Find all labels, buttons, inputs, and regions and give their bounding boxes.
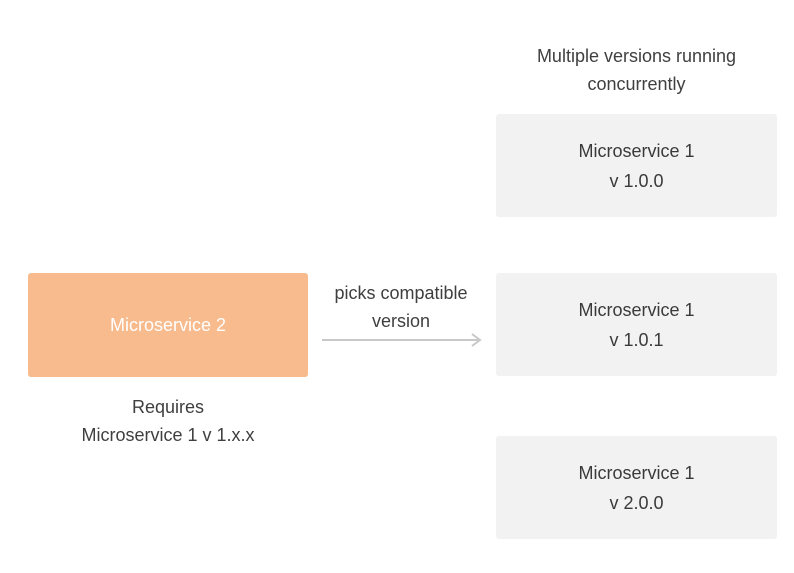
microservice-1-v101-box: Microservice 1 v 1.0.1 [496, 273, 777, 376]
arrow-head [471, 333, 482, 347]
microservice-2-box: Microservice 2 [28, 273, 308, 377]
service-name: Microservice 1 [578, 140, 695, 161]
arrow-label: picks compatible version [318, 279, 484, 335]
right-arrow-icon [322, 333, 482, 347]
microservice-1-v100-box: Microservice 1 v 1.0.0 [496, 114, 777, 217]
client-name: Microservice 2 [109, 315, 227, 335]
arrow-label-line-2: version [371, 311, 431, 331]
microservice-1-v200-box: Microservice 1 v 2.0.0 [496, 436, 777, 539]
service-name: Microservice 1 [578, 462, 695, 483]
service-name: Microservice 1 [578, 299, 695, 320]
requirement-line-1: Requires [131, 397, 205, 417]
versions-heading: Multiple versions running concurrently [496, 42, 777, 98]
heading-line-1: Multiple versions running [536, 46, 737, 66]
requirement-line-2: Microservice 1 v 1.x.x [81, 425, 255, 445]
service-version: v 2.0.0 [609, 492, 664, 513]
arrow-label-line-1: picks compatible [334, 283, 468, 303]
service-version: v 1.0.0 [609, 170, 664, 191]
service-version: v 1.0.1 [609, 329, 664, 350]
requirement-label: Requires Microservice 1 v 1.x.x [28, 393, 308, 449]
heading-line-2: concurrently [587, 74, 686, 94]
